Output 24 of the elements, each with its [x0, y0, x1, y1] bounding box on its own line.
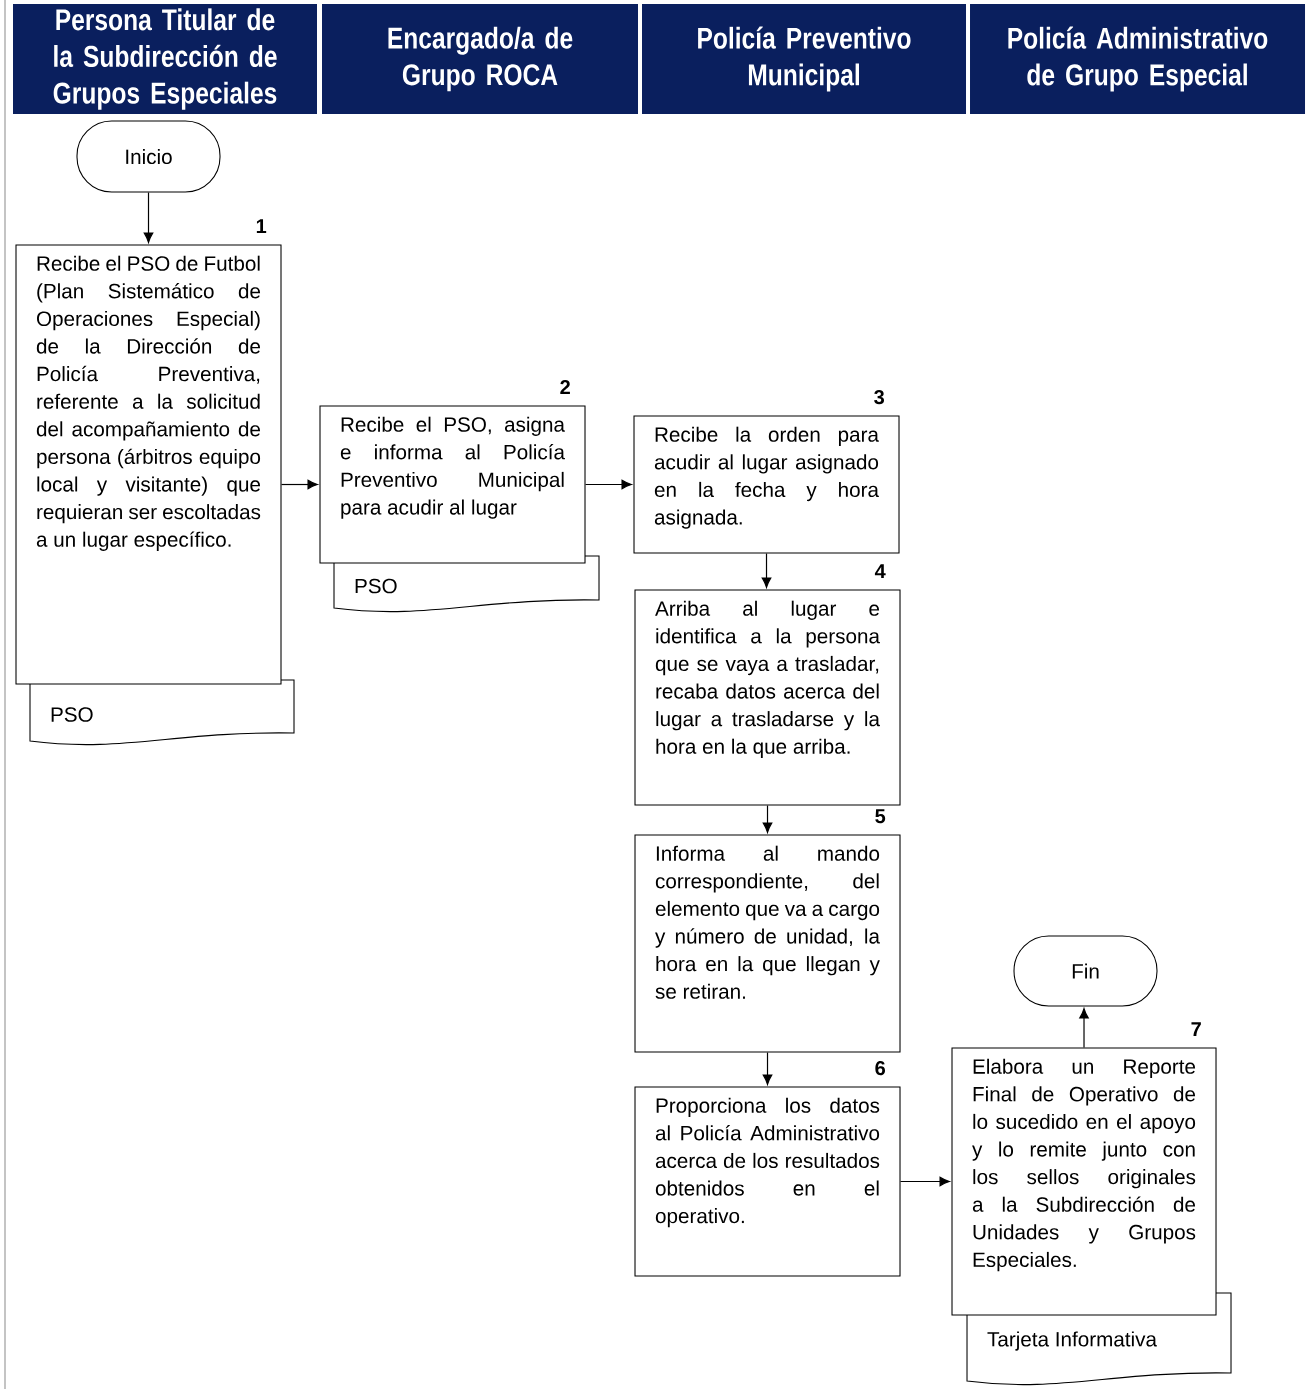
arrow: [584, 479, 632, 490]
arrow: [761, 552, 772, 588]
lane-header: Persona Titular de la Subdirección de Grupos Especiales: [13, 4, 317, 114]
step-number: 2: [560, 380, 570, 394]
arrow: [762, 804, 773, 833]
step-number: 7: [1191, 1022, 1201, 1036]
arrow: [899, 1176, 950, 1187]
arrow: [143, 191, 154, 243]
arrow: [1079, 1008, 1089, 1049]
arrow: [280, 479, 318, 490]
process-box: Recibe la orden para acudir al lugar asignado en la fecha y hora asignada.: [633, 415, 900, 554]
step-number: 3: [874, 390, 884, 405]
process-box: Proporciona los datos al Policía Administrativo acerca de los resultados obtenidos en el operativo.: [634, 1086, 901, 1277]
lane-header: Policía Administrativo de Grupo Especial: [970, 4, 1305, 114]
process-box: Informa al mando correspondiente, del elemento que va a cargo y número de unidad, la hora en la que llegan y se retiran.: [634, 834, 901, 1053]
step-number: 4: [874, 564, 886, 578]
step-number: 6: [875, 1061, 885, 1076]
lane-header: Encargado/a de Grupo ROCA: [322, 4, 638, 114]
step-number: 1: [256, 219, 267, 233]
arrow: [762, 1051, 773, 1085]
step-number: 5: [875, 809, 886, 824]
process-box: Arriba al lugar e identifica a la persona que se vaya a trasladar, recaba datos acerca del lugar a trasladarse y la hora en la que arriba.: [634, 589, 901, 806]
lane-header: Policía Preventivo Municipal: [642, 4, 966, 114]
process-box: Elabora un Reporte Final de Operativo de lo sucedido en el apoyo y lo remite junto con los sellos originales a la Subdirección de Unidades y Grupos Especiales.: [951, 1047, 1217, 1316]
